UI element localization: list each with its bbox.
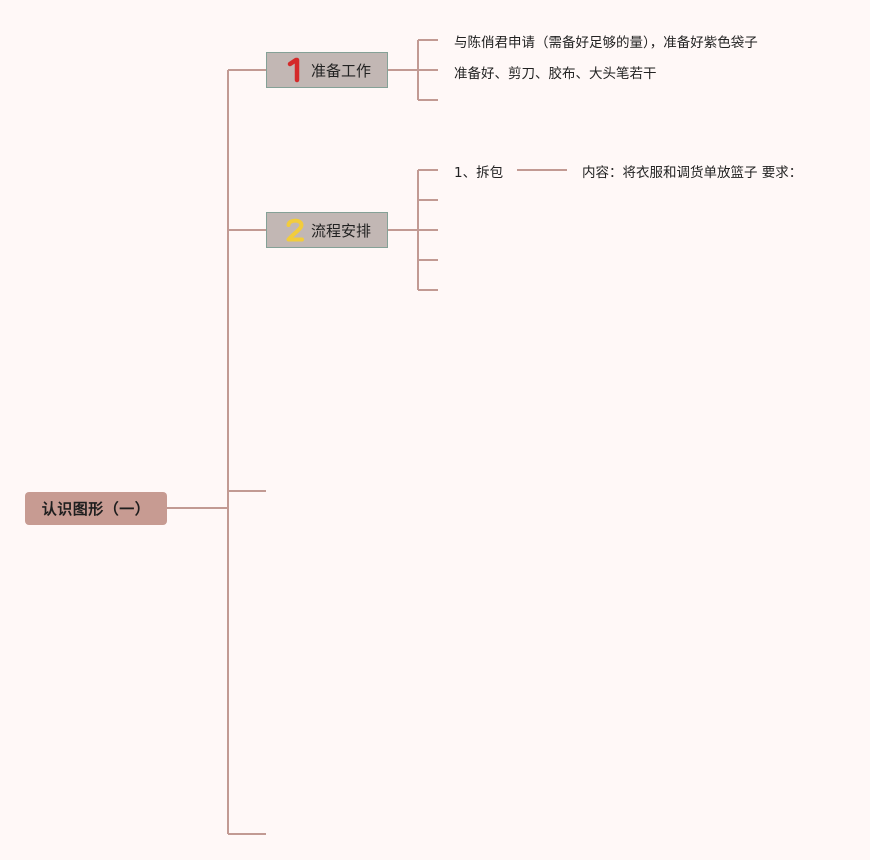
number-two-icon: [286, 218, 304, 242]
leaf-unpack[interactable]: 1、拆包: [454, 165, 504, 181]
root-node[interactable]: 认识图形（一）: [25, 492, 167, 525]
root-label: 认识图形（一）: [41, 500, 151, 518]
branch-node-preparation[interactable]: 准备工作: [266, 52, 388, 88]
leaf-apply-bags[interactable]: 与陈俏君申请（需备好足够的量），准备好紫色袋子: [454, 35, 758, 51]
leaf-unpack-detail[interactable]: 内容：将衣服和调货单放篮子 要求：: [582, 165, 803, 181]
number-one-icon: [287, 57, 300, 83]
branch-label-preparation: 准备工作: [311, 61, 372, 80]
leaf-prepare-tools[interactable]: 准备好、剪刀、胶布、大头笔若干: [454, 66, 657, 82]
branch-node-process[interactable]: 流程安排: [266, 212, 388, 248]
branch-label-process: 流程安排: [311, 221, 372, 240]
